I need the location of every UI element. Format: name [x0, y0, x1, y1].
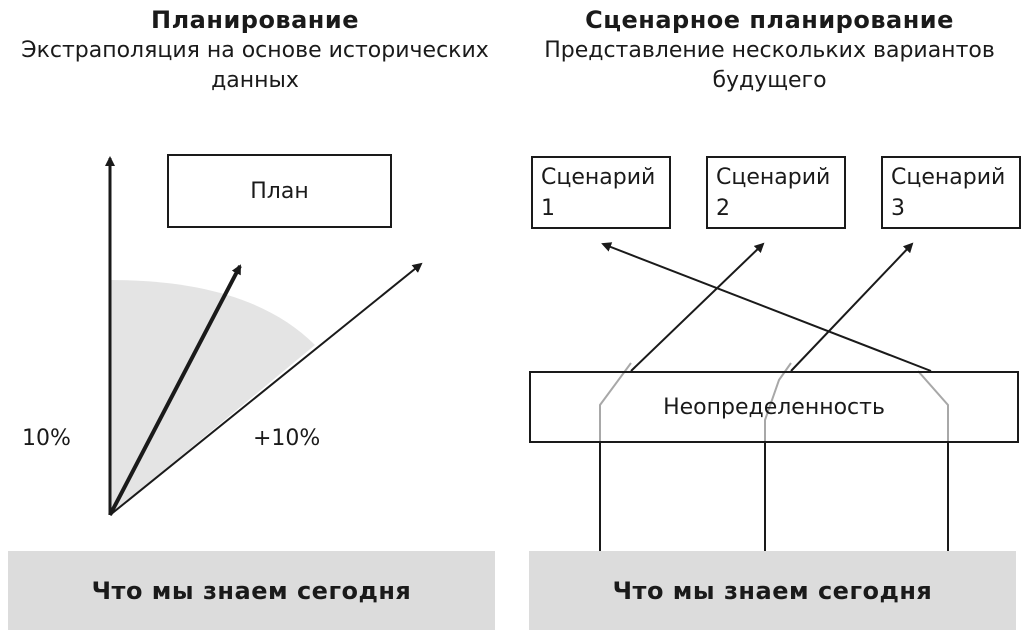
extrapolation-range-shade — [110, 280, 315, 515]
percent-label-right: +10% — [253, 426, 321, 451]
scenario-3-number: 3 — [891, 196, 905, 221]
planning-title: Планирование — [151, 6, 359, 34]
percent-label-left: 10% — [22, 426, 71, 451]
today-knowledge-label-right: Что мы знаем сегодня — [612, 576, 933, 605]
scenario-2-number: 2 — [716, 196, 730, 221]
plan-label: План — [250, 178, 309, 204]
scenario-planning-subtitle-line-1: Представление нескольких вариантов — [544, 38, 995, 63]
plan-box: План — [167, 154, 392, 228]
scenario-2-box: Сценарий 2 — [706, 156, 846, 229]
uncertainty-box: Неопределенность — [529, 371, 1019, 443]
uncertainty-label: Неопределенность — [663, 394, 885, 420]
scenario-3-label: Сценарий — [891, 165, 1006, 190]
planning-subtitle-line-2: данных — [211, 68, 299, 93]
scenario-3-box: Сценарий 3 — [881, 156, 1021, 229]
plus-ten-percent-arrow — [109, 262, 423, 516]
scenario-1-number: 1 — [541, 196, 555, 221]
scenario-planning-title: Сценарное планирование — [585, 6, 954, 34]
today-knowledge-bar-left: Что мы знаем сегодня — [8, 551, 495, 630]
scenario-1-box: Сценарий 1 — [531, 156, 671, 229]
planning-subtitle: Экстраполяция на основе исторических дан… — [0, 36, 510, 96]
scenario-planning-subtitle-line-2: будущего — [712, 68, 827, 93]
today-knowledge-label-left: Что мы знаем сегодня — [91, 576, 412, 605]
scenario-planning-subtitle: Представление нескольких вариантов будущ… — [515, 36, 1024, 96]
planned-growth-arrow — [108, 264, 242, 516]
scenario-2-label: Сценарий — [716, 165, 831, 190]
today-knowledge-bar-right: Что мы знаем сегодня — [529, 551, 1016, 630]
planning-subtitle-line-1: Экстраполяция на основе исторических — [21, 38, 489, 63]
scenario-1-label: Сценарий — [541, 165, 656, 190]
